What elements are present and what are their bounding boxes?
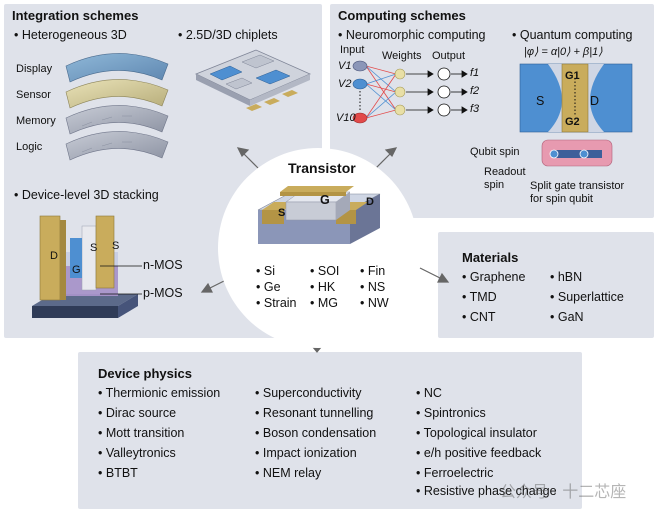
physics-resistive-phase: Resistive phase change (416, 484, 557, 498)
layer-logic-label: Logic (16, 141, 43, 153)
material-graphene: Graphene (462, 270, 526, 284)
nn-output-f1: f1 (470, 67, 480, 79)
computing-schemes-title: Computing schemes (338, 8, 466, 23)
split-gate-label-2: for spin qubit (530, 193, 593, 205)
transistor-circle (218, 148, 418, 348)
material-cnt: CNT (462, 310, 496, 324)
quantum-d-label: D (590, 94, 600, 108)
transistor-ge: Ge (256, 280, 281, 294)
material-superlattice: Superlattice (550, 290, 624, 304)
physics-superconductivity: Superconductivity (255, 386, 362, 400)
transistor-soi: SOI (310, 264, 340, 278)
neural-network-diagram (352, 60, 468, 124)
nn-output-f3: f3 (470, 103, 480, 115)
nn-input-label: Input (340, 44, 365, 56)
layer-display-label: Display (16, 63, 53, 75)
physics-nem-relay: NEM relay (255, 466, 321, 480)
quantum-g1-label: G1 (565, 70, 580, 82)
pmos-label: p-MOS (143, 286, 183, 300)
transistor-si: Si (256, 264, 275, 278)
physics-eh-feedback: e/h positive feedback (416, 446, 541, 460)
physics-impact-ionization: Impact ionization (255, 446, 357, 460)
stack-s2-label: S (112, 240, 120, 252)
transistor-strain: Strain (256, 296, 297, 310)
qubit-spin-label: Qubit spin (470, 146, 520, 158)
nn-input-v1: V1 (338, 60, 352, 72)
watermark: 公众号 · 十二芯座 (500, 484, 627, 501)
transistor-g-label: G (320, 193, 330, 207)
split-gate-label-1: Split gate transistor (530, 180, 625, 192)
physics-valleytronics: Valleytronics (98, 446, 176, 460)
readout-spin-label-2: spin (484, 179, 505, 191)
transistor-hk: HK (310, 280, 335, 294)
physics-topological: Topological insulator (416, 426, 537, 440)
stack-g-label: G (72, 264, 81, 276)
transistor-fin: Fin (360, 264, 385, 278)
physics-thermionic: Thermionic emission (98, 386, 221, 400)
transistor-ns: NS (360, 280, 385, 294)
heterogeneous-3d-label: Heterogeneous 3D (14, 28, 127, 42)
nn-output-label: Output (432, 50, 466, 62)
material-tmd: TMD (462, 290, 497, 304)
physics-mott: Mott transition (98, 426, 185, 440)
quantum-s-label: S (536, 94, 545, 108)
integration-schemes-title: Integration schemes (12, 8, 139, 23)
material-gan: GaN (550, 310, 584, 324)
physics-spintronics: Spintronics (416, 406, 486, 420)
quantum-g2-label: G2 (565, 116, 580, 128)
quantum-label: Quantum computing (512, 28, 633, 42)
device-physics-title: Device physics (98, 366, 192, 381)
transistor-illustration (257, 186, 381, 244)
nn-weights-label: Weights (382, 50, 422, 62)
readout-spin-label-1: Readout (484, 166, 526, 178)
transistor-mg: MG (310, 296, 338, 310)
physics-nc: NC (416, 386, 442, 400)
materials-title: Materials (462, 250, 519, 265)
stack-d-label: D (50, 250, 58, 262)
heterogeneous-3d-stack-illustration (65, 53, 169, 161)
nmos-label: n-MOS (143, 258, 183, 272)
nn-input-v10: V10 (336, 112, 356, 124)
layer-memory-label: Memory (16, 115, 56, 127)
material-hbn: hBN (550, 270, 582, 284)
physics-dirac: Dirac source (98, 406, 176, 420)
transistor-nw: NW (360, 296, 389, 310)
physics-btbt: BTBT (98, 466, 138, 480)
chiplets-illustration (195, 49, 311, 111)
quantum-state-formula: |φ⟩ = α|0⟩ + β|1⟩ (524, 46, 603, 58)
nn-output-f2: f2 (470, 85, 480, 97)
transistor-title: Transistor (288, 160, 356, 176)
transistor-s-label: S (278, 207, 286, 219)
transistor-d-label: D (366, 196, 374, 208)
layer-sensor-label: Sensor (16, 89, 51, 101)
stack-s1-label: S (90, 242, 98, 254)
physics-boson-condensation: Boson condensation (255, 426, 376, 440)
mos-leader-lines (100, 265, 142, 295)
chiplets-label: 2.5D/3D chiplets (178, 28, 278, 42)
neuromorphic-label: Neuromorphic computing (338, 28, 486, 42)
nn-input-v2: V2 (338, 78, 352, 90)
device-3d-stacking-illustration (32, 215, 138, 318)
quantum-dot-illustration (519, 63, 633, 167)
device-3d-stacking-label: Device-level 3D stacking (14, 188, 159, 202)
physics-ferroelectric: Ferroelectric (416, 466, 493, 480)
physics-resonant-tunnelling: Resonant tunnelling (255, 406, 374, 420)
